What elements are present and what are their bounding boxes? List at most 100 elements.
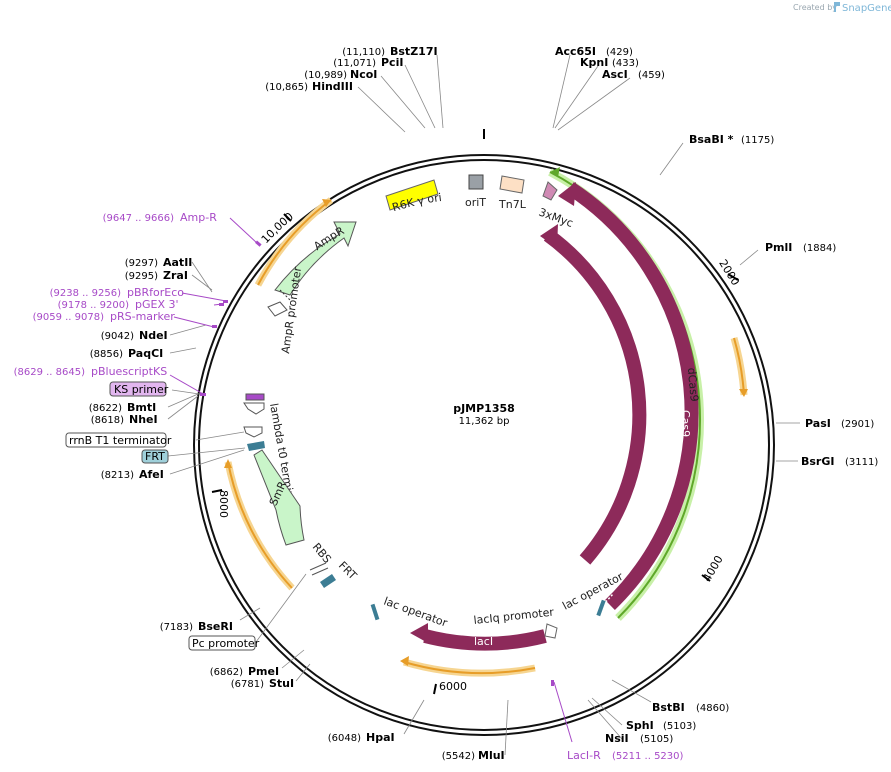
dcas9-highlight-arrow (550, 167, 560, 177)
site-bstbi: BstBI (4860) (652, 701, 729, 714)
dcas9-end-mark (602, 593, 614, 606)
tn7l-box (499, 175, 525, 194)
orf-laci-arrowhead (400, 656, 409, 666)
svg-text:PaqCI: PaqCI (128, 347, 163, 360)
pc-promoter-label: Pc promoter (192, 637, 260, 650)
svg-text:LacI-R: LacI-R (567, 749, 601, 762)
svg-text:BsrGI: BsrGI (801, 455, 834, 468)
primer-amp-r: (9647 .. 9666) Amp-R (103, 211, 218, 224)
site-acc65i: Acc65I (429) (555, 45, 633, 58)
svg-text:SphI: SphI (626, 719, 654, 732)
rrnb-terminator-label: rrnB T1 terminator (69, 434, 172, 447)
lac-operator-left-mark (370, 603, 380, 621)
site-nsii: NsiI (5105) (605, 732, 673, 745)
svg-text:AfeI: AfeI (139, 468, 164, 481)
backbone-inner (198, 159, 770, 731)
primer-laci-r: LacI-R (5211 .. 5230) (567, 749, 684, 762)
cas9-arc (543, 229, 647, 565)
left-features: lambda t0 terminator SmR RBS FRT (243, 393, 359, 588)
svg-text:pBRforEco: pBRforEco (127, 286, 184, 299)
rrnb-terminator-arrow (243, 426, 263, 438)
rrnb-terminator-box (65, 432, 167, 448)
svg-text:(10,865): (10,865) (265, 82, 308, 93)
site-sphi: SphI (5103) (626, 719, 696, 732)
rbs-mark-1 (309, 562, 327, 571)
laci-arrowhead (410, 623, 428, 643)
site-hindiii: (10,865) HindIII (265, 80, 353, 93)
plasmid-name: pJMP1358 (453, 402, 515, 415)
site-pmei: (6862) PmeI (210, 665, 279, 678)
smr-arrow (253, 449, 305, 546)
tick-label-8000: 8000 (217, 490, 230, 518)
cas9-arrowhead (540, 224, 558, 248)
tick-label-2000: 2000 (716, 257, 742, 288)
site-bsrgi: BsrGI (3111) (801, 455, 878, 468)
svg-text:BsaBI *: BsaBI * (689, 133, 734, 146)
svg-text:(4860): (4860) (696, 703, 729, 714)
site-stui: (6781) StuI (231, 677, 294, 690)
site-pcii: (11,071) PciI (333, 56, 403, 69)
tick-label-6000: 6000 (439, 680, 467, 693)
svg-text:(9238 .. 9256): (9238 .. 9256) (50, 288, 122, 299)
orf-arrows (224, 197, 748, 677)
svg-text:PciI: PciI (381, 56, 403, 69)
pc-promoter-box (188, 635, 256, 651)
boxed-labels: KS primer rrnB T1 terminator FRT Pc prom… (65, 381, 260, 651)
ks-primer-label: KS primer (114, 383, 169, 396)
svg-text:KpnI: KpnI (580, 56, 608, 69)
tick-4000 (701, 574, 711, 582)
svg-text:(11,071): (11,071) (333, 58, 376, 69)
svg-text:PmeI: PmeI (248, 665, 279, 678)
svg-text:(1175): (1175) (741, 135, 774, 146)
site-paqci: (8856) PaqCI (90, 347, 164, 360)
site-bsabi: BsaBI * (1175) (689, 133, 774, 146)
dcas9-arc (566, 182, 699, 611)
svg-text:(6781): (6781) (231, 679, 264, 690)
tick-2000 (727, 273, 739, 281)
ampr-promoter-arrow (267, 301, 288, 317)
frt-left-mark (247, 441, 265, 451)
site-hpai: (6048) HpaI (328, 731, 395, 744)
svg-text:ZraI: ZraI (163, 269, 188, 282)
svg-text:AscI: AscI (602, 68, 628, 81)
svg-text:(8856): (8856) (90, 349, 123, 360)
site-ncoi: (10,989) NcoI (304, 68, 377, 81)
orf-smr-arrowhead (224, 459, 232, 468)
svg-text:BmtI: BmtI (127, 401, 156, 414)
primers: (9647 .. 9666) Amp-R (9238 .. 9256) pBRf… (14, 211, 684, 762)
ampr-feature: AmpR AmpR promoter (267, 221, 357, 354)
orf-laci-line (403, 661, 536, 675)
svg-text:(8618): (8618) (91, 415, 124, 426)
r6k-ori-box (385, 179, 439, 211)
svg-text:NdeI: NdeI (139, 329, 168, 342)
svg-text:(5103): (5103) (663, 721, 696, 732)
ks-primer-box (109, 381, 167, 397)
site-afei: (8213) AfeI (101, 468, 164, 481)
rbs-mark-2 (311, 567, 329, 576)
credit-brand: SnapGene (842, 3, 891, 14)
top-features: R6K γ ori oriT Tn7L 3xMyc (385, 174, 575, 230)
svg-text:(5105): (5105) (640, 734, 673, 745)
frt-box-label: FRT (145, 450, 165, 463)
svg-text:(8629 .. 8645): (8629 .. 8645) (14, 367, 86, 378)
dcas9-label: dCas9 (685, 367, 701, 402)
site-asci: AscI (459) (602, 68, 665, 81)
leader-lines (167, 54, 800, 756)
svg-text:(5542): (5542) (442, 751, 475, 762)
laci-arc (423, 629, 547, 651)
svg-text:(1884): (1884) (803, 243, 836, 254)
lambda-terminator-arrow (243, 402, 265, 415)
svg-text:NheI: NheI (129, 413, 158, 426)
svg-text:HpaI: HpaI (366, 731, 395, 744)
svg-text:(9647 .. 9666): (9647 .. 9666) (103, 213, 175, 224)
laciq-promoter-arrow (544, 623, 558, 639)
svg-text:(6048): (6048) (328, 733, 361, 744)
backbone-outer (193, 154, 775, 736)
svg-text:BstBI: BstBI (652, 701, 685, 714)
credit-prefix: Created by (793, 3, 837, 12)
svg-text:NcoI: NcoI (350, 68, 377, 81)
laci-label: lacI (474, 635, 493, 648)
site-bmti: (8622) BmtI (89, 401, 156, 414)
ampr-arrow (274, 221, 357, 296)
svg-text:BstZ17I: BstZ17I (390, 45, 438, 58)
